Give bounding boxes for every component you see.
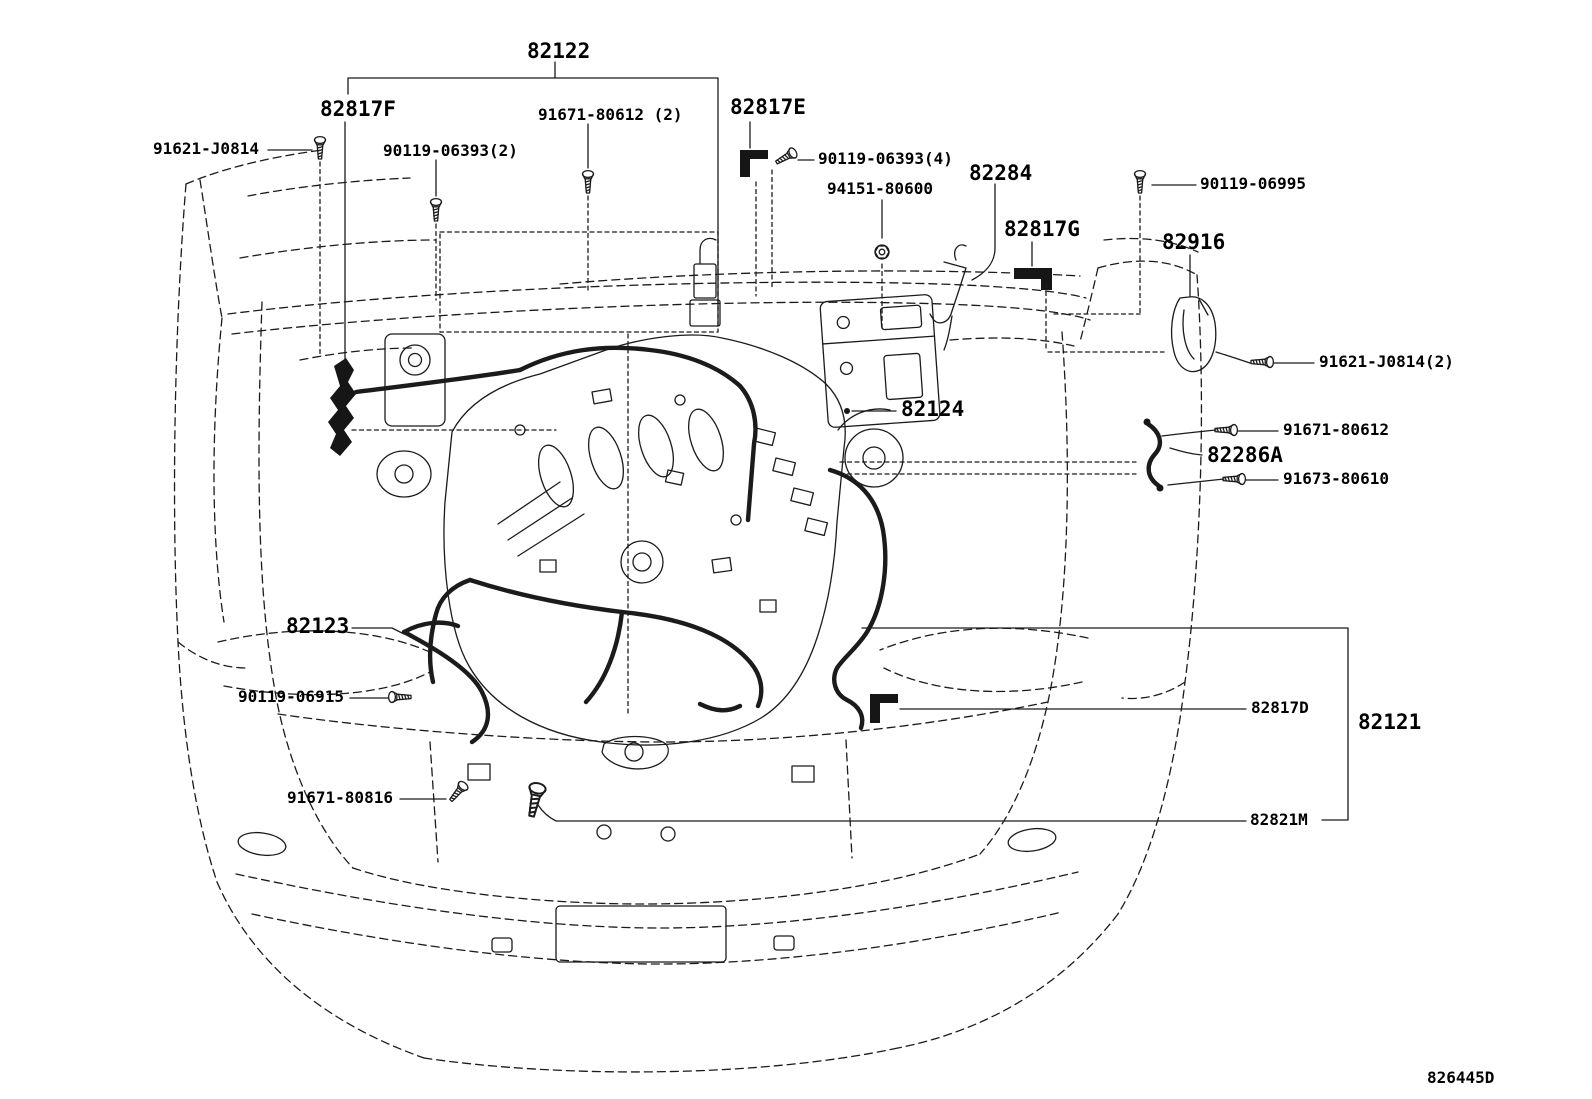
callout-dashed-lines [319, 161, 1165, 715]
part-label-82124: 82124 [901, 397, 965, 421]
engine-assembly [237, 237, 1217, 963]
part-label-91621-j0814-2: 91621-J0814(2) [1319, 352, 1454, 371]
part-label-91673-80610: 91673-80610 [1283, 469, 1389, 488]
hose-82286a [1145, 421, 1163, 489]
part-label-94151-80600: 94151-80600 [827, 179, 933, 198]
clamp-82817f [328, 358, 356, 456]
part-label-90119-06915: 90119-06915 [238, 687, 344, 706]
part-label-82121: 82121 [1358, 710, 1422, 734]
part-label-82284: 82284 [969, 161, 1033, 185]
part-label-82123: 82123 [286, 614, 350, 638]
diagram-code: 826445D [1427, 1068, 1495, 1087]
part-label-91671-80612-2: 91671-80612 (2) [538, 105, 683, 124]
bracket-82916 [1170, 296, 1217, 373]
part-label-82122: 82122 [527, 39, 591, 63]
part-label-82817d: 82817D [1251, 698, 1309, 717]
part-label-90119-06995: 90119-06995 [1200, 174, 1306, 193]
cover-82817d [870, 694, 898, 723]
part-label-82916: 82916 [1162, 230, 1226, 254]
part-label-82817e: 82817E [730, 95, 806, 119]
part-label-90119-06393-2: 90119-06393(2) [383, 141, 518, 160]
part-label-91621-j0814: 91621-J0814 [153, 139, 259, 158]
part-label-82821m: 82821M [1250, 810, 1308, 829]
cover-82817e [740, 150, 768, 177]
part-label-82817f: 82817F [320, 97, 396, 121]
wiring-harness [353, 345, 888, 745]
part-label-90119-06393-4: 90119-06393(4) [818, 149, 953, 168]
harness-covers [328, 150, 1052, 723]
part-label-91671-80816: 91671-80816 [287, 788, 393, 807]
part-label-91671-80612: 91671-80612 [1283, 420, 1389, 439]
part-label-82817g: 82817G [1004, 217, 1080, 241]
callout-lines [267, 61, 1349, 822]
cover-82817g [1014, 268, 1052, 290]
part-label-82286a: 82286A [1207, 443, 1283, 467]
